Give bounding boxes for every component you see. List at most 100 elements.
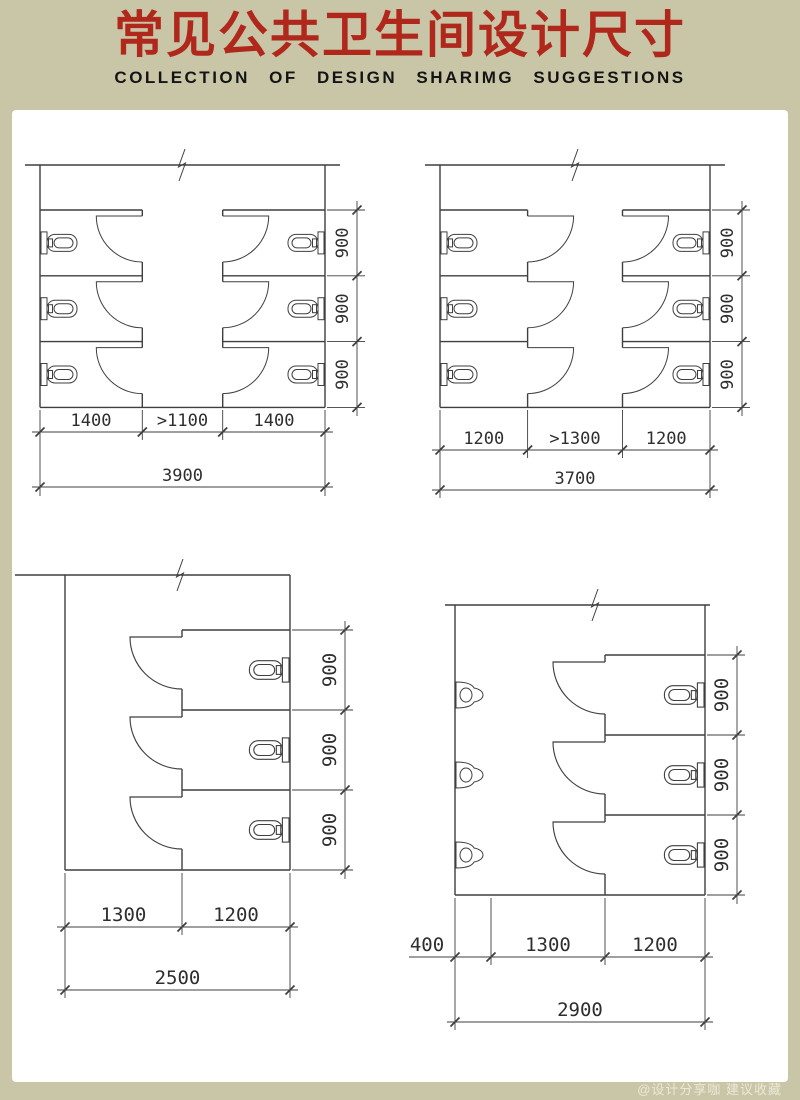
- toilet-icon: [672, 363, 710, 386]
- dim-label: 900: [319, 733, 341, 767]
- dim-label: 1200: [632, 934, 678, 956]
- diagram-stalls-urinals-2900: 900 900 900 400 1300 1200 2900: [409, 588, 745, 1030]
- door-swings: [552, 661, 606, 875]
- toilet-icon: [440, 297, 478, 321]
- dim-label: 1400: [71, 411, 112, 431]
- dim-label: 900: [711, 838, 733, 872]
- toilet-icon: [672, 297, 710, 321]
- door-swings: [527, 215, 669, 395]
- dimension-labels: 900 900 900 400 1300 1200 2900: [410, 678, 733, 1021]
- door-swing-icon: [552, 661, 606, 715]
- toilet-icon: [40, 297, 78, 321]
- dimension-lines: [32, 201, 365, 496]
- dimension-lines: [432, 201, 750, 498]
- toilet-icon: [663, 762, 705, 788]
- dim-label: 1300: [525, 934, 571, 956]
- content-panel: 900 900 900 1400 >1100 1400 3900: [12, 110, 788, 1082]
- door-swing-icon: [95, 347, 143, 395]
- door-swing-icon: [527, 281, 575, 329]
- dimension-ticks: [34, 204, 363, 493]
- dimension-labels: 900 900 900 1400 >1100 1400 3900: [71, 228, 353, 486]
- door-swing-icon: [95, 215, 143, 263]
- toilet-icon: [248, 737, 290, 763]
- dim-label: 1300: [101, 904, 147, 926]
- door-swing-icon: [527, 215, 575, 263]
- toilet-icon: [672, 231, 710, 255]
- dim-total-label: 2500: [155, 967, 201, 989]
- dim-label: 900: [711, 758, 733, 792]
- urinal-icon: [455, 761, 484, 789]
- door-swing-icon: [95, 281, 143, 329]
- watermark: @设计分享咖 建议收藏: [637, 1082, 782, 1097]
- dim-label: 1400: [254, 411, 295, 431]
- toilet-icon: [248, 817, 290, 843]
- door-swing-icon: [129, 796, 183, 850]
- door-swing-icon: [222, 347, 270, 395]
- break-line-icon: [176, 558, 184, 592]
- toilet-icon: [287, 297, 325, 321]
- dimension-lines: [57, 621, 353, 998]
- door-swing-icon: [552, 821, 606, 875]
- dim-total-label: 2900: [557, 999, 603, 1021]
- toilet-icon: [40, 231, 78, 255]
- dimension-ticks: [59, 624, 351, 996]
- toilet-icon: [40, 363, 78, 386]
- dimension-labels: 900 900 900 1200 >1300 1200 3700: [463, 228, 738, 489]
- dim-total-label: 3900: [162, 466, 203, 486]
- toilet-fixtures: [663, 682, 705, 868]
- dim-label: >1300: [549, 429, 600, 449]
- toilet-icon: [440, 231, 478, 255]
- break-line-icon: [571, 148, 579, 182]
- walls: [15, 574, 291, 871]
- dim-label: 900: [711, 678, 733, 712]
- door-swings: [129, 636, 183, 850]
- dimension-labels: 900 900 900 1300 1200 2500: [101, 653, 341, 989]
- dim-label: 900: [333, 228, 353, 259]
- toilet-icon: [248, 657, 290, 683]
- break-line-icon: [591, 588, 599, 622]
- toilet-icon: [663, 682, 705, 708]
- door-swing-icon: [527, 347, 575, 395]
- dim-label: 900: [718, 359, 738, 390]
- dim-label: 900: [333, 293, 353, 324]
- dim-label: 1200: [213, 904, 259, 926]
- diagram-facing-stalls-3700: 900 900 900 1200 >1300 1200 3700: [425, 148, 750, 498]
- dimension-ticks: [434, 204, 748, 496]
- door-swing-icon: [622, 281, 669, 329]
- door-swing-icon: [622, 347, 669, 395]
- dim-label: 900: [718, 228, 738, 259]
- urinal-fixtures: [455, 681, 484, 869]
- toilet-icon: [287, 231, 325, 255]
- diagram-single-row-2500: 900 900 900 1300 1200 2500: [15, 558, 353, 998]
- door-swing-icon: [129, 636, 183, 690]
- dim-label: 900: [718, 293, 738, 324]
- toilet-fixtures: [40, 231, 325, 386]
- toilet-icon: [287, 363, 325, 386]
- door-swing-icon: [222, 215, 270, 263]
- urinal-icon: [455, 681, 484, 709]
- toilet-fixtures: [440, 231, 710, 386]
- door-swings: [95, 215, 270, 395]
- door-swing-icon: [222, 281, 270, 329]
- walls: [445, 604, 710, 896]
- toilet-icon: [663, 842, 705, 868]
- dim-total-label: 3700: [555, 469, 596, 489]
- page-subtitle: COLLECTION OF DESIGN SHARIMG SUGGESTIONS: [114, 68, 686, 87]
- dim-label: 900: [319, 813, 341, 847]
- break-line-icon: [178, 148, 186, 182]
- door-swing-icon: [129, 716, 183, 770]
- dim-label: >1100: [157, 411, 208, 431]
- page-title: 常见公共卫生间设计尺寸: [114, 7, 686, 63]
- door-swing-icon: [622, 215, 669, 263]
- urinal-icon: [455, 841, 484, 869]
- dimension-lines: [409, 646, 745, 1030]
- dim-label: 400: [410, 934, 444, 956]
- header: 常见公共卫生间设计尺寸 COLLECTION OF DESIGN SHARIMG…: [0, 0, 800, 88]
- diagram-facing-stalls-3900: 900 900 900 1400 >1100 1400 3900: [25, 148, 365, 496]
- dim-label: 1200: [646, 429, 687, 449]
- door-swing-icon: [552, 741, 606, 795]
- toilet-icon: [440, 363, 478, 386]
- dim-label: 900: [333, 359, 353, 390]
- walls: [425, 164, 725, 409]
